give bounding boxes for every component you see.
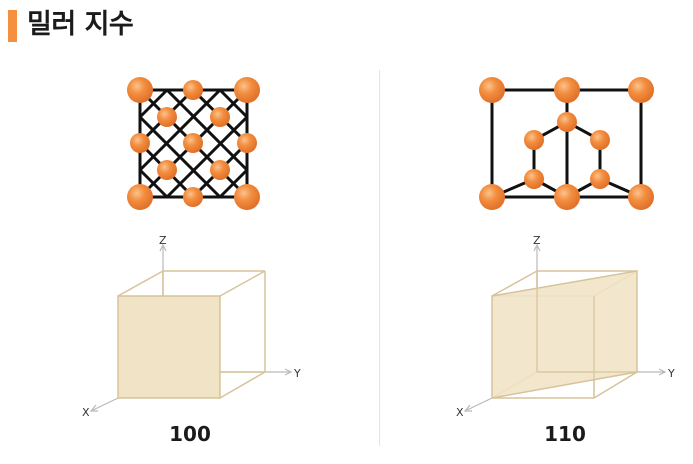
inner-atom xyxy=(157,160,177,180)
edge-atom xyxy=(130,133,150,153)
inner-atom xyxy=(524,130,544,150)
inner-atom xyxy=(524,169,544,189)
edge-atom xyxy=(183,80,203,100)
corner-atom xyxy=(127,77,153,103)
cube-110: Z Y X xyxy=(456,234,675,419)
edge-atom xyxy=(554,77,580,103)
miller-index-100-label: 100 xyxy=(169,422,211,446)
corner-atom xyxy=(628,184,654,210)
center-atom xyxy=(183,133,203,153)
corner-atom xyxy=(234,184,260,210)
lattice-110-bonds xyxy=(490,88,643,199)
corner-atom xyxy=(479,77,505,103)
inner-atom xyxy=(210,107,230,127)
inner-atom xyxy=(210,160,230,180)
axis-label-y: Y xyxy=(667,367,675,380)
plane-100 xyxy=(117,295,221,399)
inner-atom xyxy=(557,112,577,132)
plane-110 xyxy=(491,270,638,399)
corner-atom xyxy=(234,77,260,103)
inner-atom xyxy=(590,130,610,150)
edge-atom xyxy=(237,133,257,153)
axis-label-x: X xyxy=(456,406,464,419)
corner-atom xyxy=(628,77,654,103)
page-title: 밀러 지수 xyxy=(27,9,134,40)
panel-divider xyxy=(379,70,380,446)
cube-100: Z Y X xyxy=(82,234,301,419)
axis-label-x: X xyxy=(82,406,90,419)
edge-atom xyxy=(183,187,203,207)
corner-atom xyxy=(127,184,153,210)
lattice-110-atoms xyxy=(479,77,654,210)
axis-label-y: Y xyxy=(293,367,301,380)
title-accent-bar xyxy=(8,10,17,42)
axis-label-z: Z xyxy=(159,234,167,247)
lattice-100-atoms xyxy=(127,77,260,210)
inner-atom xyxy=(157,107,177,127)
inner-atom xyxy=(590,169,610,189)
axis-label-z: Z xyxy=(533,234,541,247)
miller-index-110-label: 110 xyxy=(544,422,586,446)
corner-atom xyxy=(479,184,505,210)
edge-atom xyxy=(554,184,580,210)
